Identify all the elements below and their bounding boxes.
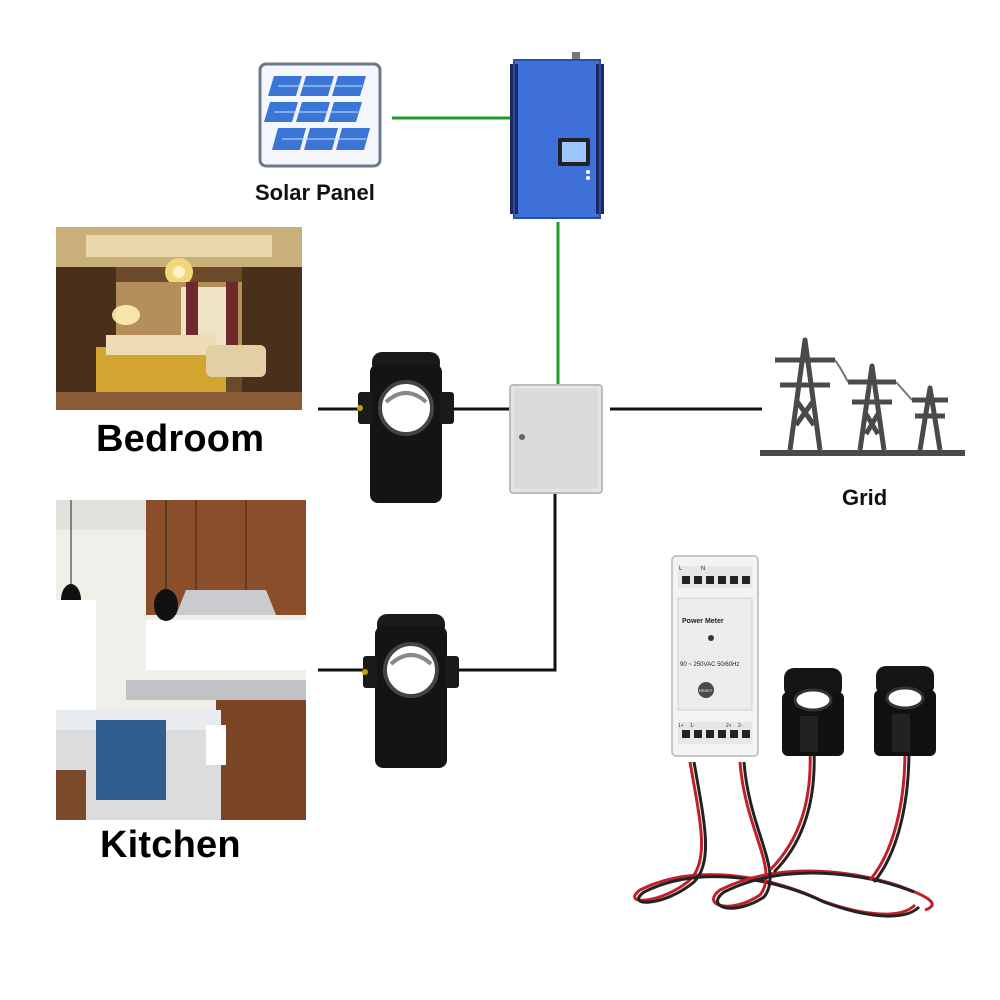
- meter-title: Power Meter: [682, 618, 724, 625]
- meter-terminal-1minus: 1-: [690, 723, 695, 729]
- box-lock-icon: [519, 434, 525, 440]
- bedroom-label: Bedroom: [96, 418, 265, 460]
- grid-label: Grid: [842, 485, 888, 510]
- ct-clamp-bedroom: [350, 350, 462, 505]
- meter-reset-label: RESET: [699, 688, 713, 693]
- kitchen-photo: [56, 500, 306, 820]
- chandelier-icon: [165, 258, 193, 286]
- distribution-box: [508, 383, 604, 495]
- power-meter-device: L N Power Meter 90 ~ 250VAC 50/60Hz RESE…: [668, 552, 762, 762]
- meter-led-icon: [708, 635, 714, 641]
- product-ct-clamp-1: [778, 668, 848, 758]
- grid-towers-icon: [760, 330, 965, 460]
- kitchen-label: Kitchen: [100, 824, 241, 866]
- meter-terminal-2plus: 2+: [726, 723, 732, 729]
- meter-terminal-1plus: 1+: [678, 723, 684, 729]
- meter-terminal-2minus: 2-: [738, 723, 743, 729]
- ct-clamp-kitchen: [355, 612, 467, 770]
- solar-panel-icon: [258, 62, 382, 168]
- solar-panel-label: Solar Panel: [255, 180, 375, 205]
- bedroom-photo: [56, 227, 302, 410]
- meter-rating: 90 ~ 250VAC 50/60Hz: [680, 662, 740, 668]
- product-ct-clamp-2: [870, 666, 940, 758]
- meter-terminal-l: L: [679, 566, 683, 572]
- reset-button-icon: [698, 682, 714, 698]
- meter-terminal-n: N: [701, 566, 706, 572]
- inverter-device: [510, 50, 606, 222]
